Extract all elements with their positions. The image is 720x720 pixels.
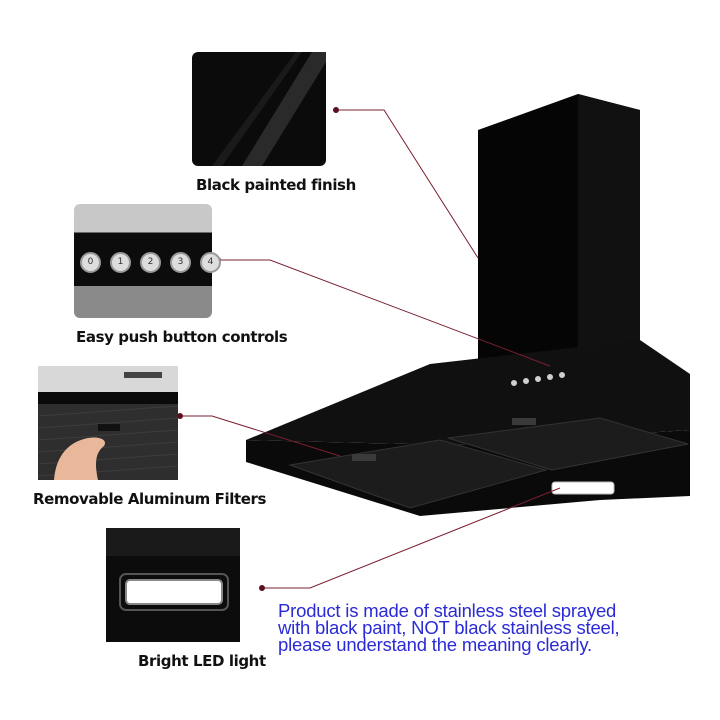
button-icon: 4 (200, 252, 221, 273)
leader-dot (177, 413, 183, 419)
button-icon: 3 (170, 252, 191, 273)
feature-label-filters: Removable Aluminum Filters (33, 490, 267, 508)
filter-handle-right (512, 418, 536, 425)
notice-line-2: with black paint, NOT black stainless st… (278, 617, 620, 638)
led-thumbnail (106, 528, 240, 642)
leader-line-filters (180, 415, 341, 457)
filter-panel-right (447, 417, 689, 471)
black-finish-thumbnail (192, 52, 326, 166)
button-icon: 2 (140, 252, 161, 273)
feature-label-led: Bright LED light (138, 652, 266, 670)
hood-led-light (551, 481, 615, 495)
filter-handle-left (352, 454, 376, 461)
hood-canopy-top (246, 340, 690, 445)
leader-dot (333, 107, 339, 113)
hand-icon (54, 437, 106, 480)
button-icon: 1 (110, 252, 131, 273)
hood-button (559, 372, 565, 378)
hood-button (523, 378, 529, 384)
glossy-panel-icon (212, 52, 326, 166)
feature-label-finish: Black painted finish (196, 176, 356, 194)
hood-chimney-side (578, 94, 640, 358)
notice-line-1: Product is made of stainless steel spray… (278, 600, 617, 621)
filter-mesh-icon (37, 366, 179, 480)
leader-line-finish (336, 109, 479, 259)
led-lamp-icon (106, 528, 240, 642)
hood-button (511, 380, 517, 386)
feature-label-buttons: Easy push button controls (76, 328, 288, 346)
filters-thumbnail (37, 366, 179, 480)
leader-line-buttons (218, 259, 551, 367)
hood-button (547, 374, 553, 380)
hood-button (535, 376, 541, 382)
leader-line-led (262, 487, 561, 589)
notice-line-3: please understand the meaning clearly. (278, 634, 592, 655)
hood-control-buttons (511, 372, 565, 386)
push-buttons-thumbnail: 0 1 2 3 4 (74, 204, 221, 318)
button-icon: 0 (80, 252, 101, 273)
leader-dot (259, 585, 265, 591)
material-notice: Product is made of stainless steel spray… (278, 600, 708, 655)
